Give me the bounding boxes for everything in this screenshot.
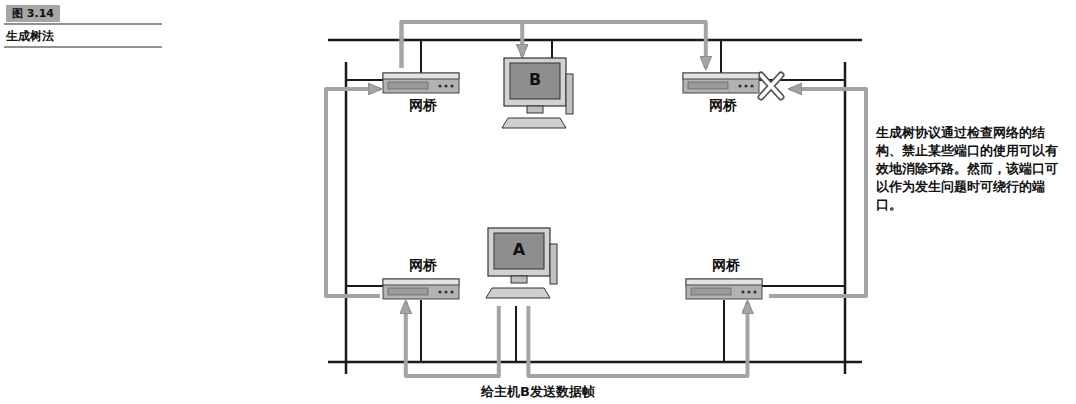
computer-icon <box>500 56 574 136</box>
bridge-label: 网桥 <box>380 256 466 274</box>
frame-flow-arrow <box>326 89 380 296</box>
bridge-device: 网桥 <box>380 256 466 302</box>
blocked-port-mark <box>761 75 781 97</box>
bridge-device: 网桥 <box>683 256 769 302</box>
bridge-label: 网桥 <box>683 256 769 274</box>
drop-wires <box>346 40 845 362</box>
host-letter: B <box>500 56 570 90</box>
flow-caption: 给主机B发送数据帧 <box>0 383 1076 401</box>
frame-flow-arrow <box>406 302 499 376</box>
title-rules <box>4 24 162 47</box>
figure-number: 图 3.14 <box>6 5 60 22</box>
host-letter: A <box>484 226 554 260</box>
bus-lines <box>328 40 862 374</box>
bridge-device: 网桥 <box>380 68 466 114</box>
frame-flow-arrow <box>769 89 866 296</box>
bridge-icon <box>380 274 462 302</box>
bridge-icon <box>680 68 762 96</box>
figure-caption: 生成树法 <box>6 28 54 44</box>
bridge-icon <box>683 274 765 302</box>
host-computer: B <box>500 56 574 136</box>
callout-note: 生成树协议通过检查网络的结构、禁止某些端口的使用可以有效地消除环路。然而，该端口… <box>876 124 1070 214</box>
frame-flow-arrow <box>528 302 747 376</box>
computer-icon <box>484 226 558 306</box>
bridge-icon <box>380 68 462 96</box>
host-computer: A <box>484 226 558 306</box>
bridge-device: 网桥 <box>680 68 766 114</box>
bridge-label: 网桥 <box>680 96 766 114</box>
bridge-label: 网桥 <box>380 96 466 114</box>
